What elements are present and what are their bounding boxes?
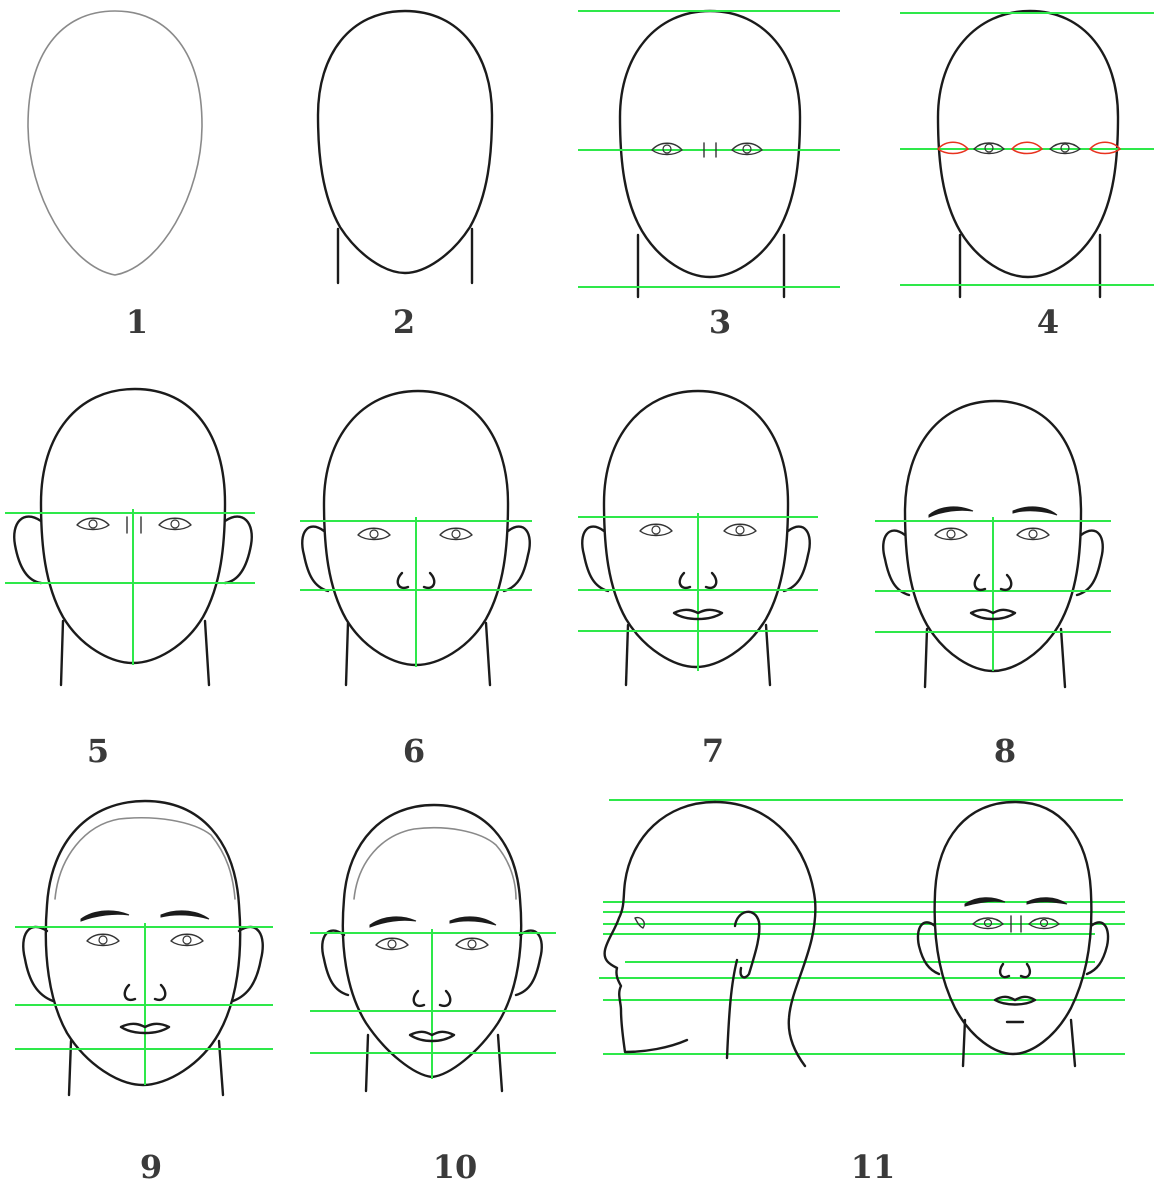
eye-right [159, 518, 191, 529]
front-neck-left [963, 1020, 965, 1066]
neck-left [366, 1035, 368, 1091]
neck-right [205, 621, 209, 685]
front-eyebrow-right [1027, 898, 1067, 904]
ear-right [225, 517, 252, 583]
step-6-figure [300, 385, 535, 690]
eye-left [77, 518, 109, 529]
step-label-2: 2 [374, 303, 434, 341]
eyebrow-right [161, 911, 209, 919]
neck-left [346, 623, 348, 685]
front-head-outline [935, 802, 1092, 1054]
profile-eye [635, 918, 644, 928]
step-10-figure [310, 795, 560, 1100]
step-label-5: 5 [68, 732, 128, 770]
front-neck-right [1071, 1020, 1075, 1066]
eyebrow-right [1013, 507, 1057, 515]
eyebrow-left [929, 507, 973, 517]
neck-left [61, 621, 63, 685]
five-eye-width-markers [938, 142, 1120, 153]
head-outline [938, 11, 1118, 277]
step-2-figure [300, 5, 510, 295]
step-8-figure [875, 395, 1115, 695]
step-label-4: 4 [1018, 303, 1078, 341]
ear-left [14, 517, 41, 583]
head-outline [604, 391, 788, 667]
eye-right [732, 143, 762, 154]
step-label-6: 6 [384, 732, 444, 770]
eye-right [440, 528, 472, 539]
neck-right [1061, 629, 1065, 687]
step-label-10: 10 [425, 1148, 485, 1186]
step-11-figure [595, 790, 1130, 1070]
head-outline [318, 11, 492, 273]
head-outline [620, 11, 800, 277]
eye-right [171, 934, 203, 945]
neck-right [766, 625, 770, 685]
step-label-7: 7 [683, 732, 743, 770]
eyebrow-left [81, 911, 129, 921]
neck-left [925, 629, 927, 687]
eye-left [358, 528, 390, 539]
eyebrow-right [450, 917, 496, 925]
neck-right [486, 623, 490, 685]
step-label-11: 11 [843, 1148, 903, 1186]
ear-right [233, 927, 263, 1001]
step-label-8: 8 [975, 732, 1035, 770]
step-3-figure [578, 5, 843, 300]
profile-neck [727, 960, 737, 1058]
head-oval [28, 11, 202, 275]
profile-ear [735, 912, 759, 978]
step-label-9: 9 [121, 1148, 181, 1186]
eye-left [640, 524, 672, 535]
eye-left [652, 143, 682, 154]
hairline [55, 818, 235, 899]
eye-left [87, 934, 119, 945]
neck-right [498, 1035, 502, 1091]
neck-left [626, 625, 628, 685]
eye-left [935, 528, 967, 539]
eye-right [456, 938, 488, 949]
step-5-figure [5, 385, 260, 690]
step-label-1: 1 [107, 303, 167, 341]
step-4-figure [900, 5, 1156, 300]
step-label-3: 3 [690, 303, 750, 341]
profile-face-outline [605, 802, 715, 1052]
eyebrow-left [370, 917, 416, 927]
eye-right [724, 524, 756, 535]
hairline [354, 828, 516, 899]
step-7-figure [578, 385, 823, 690]
step-9-figure [15, 795, 275, 1100]
head-outline [46, 801, 240, 1085]
eye-left [376, 938, 408, 949]
step-1-figure [20, 5, 210, 285]
eye-right [1017, 528, 1049, 539]
front-nose [1000, 964, 1030, 977]
ear-left [23, 927, 53, 1001]
